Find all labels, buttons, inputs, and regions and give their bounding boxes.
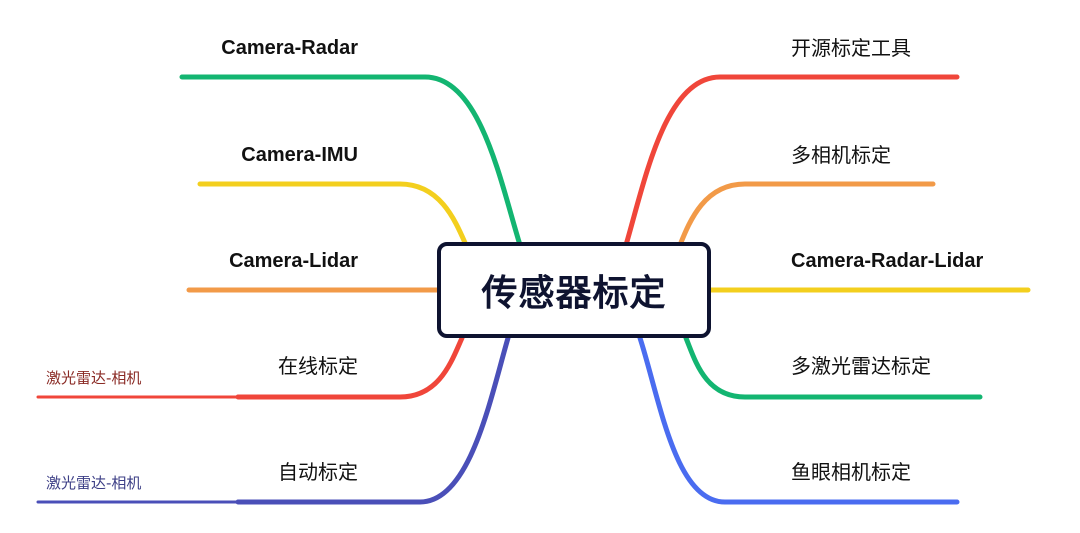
branch-label-camera-radar-lidar: Camera-Radar-Lidar bbox=[791, 250, 984, 272]
branch-label-camera-radar: Camera-Radar bbox=[221, 37, 358, 59]
branch-label-camera-imu: Camera-IMU bbox=[241, 144, 358, 166]
branch-label-online-calibration: 在线标定 bbox=[278, 354, 358, 378]
center-node: 传感器标定 bbox=[437, 242, 711, 338]
branch-camera-radar bbox=[179, 74, 523, 248]
branch-camera-imu bbox=[197, 181, 469, 248]
sub-label-auto-lidar-camera: 激光雷达-相机 bbox=[46, 474, 142, 492]
branch-fisheye-camera bbox=[637, 335, 960, 505]
branch-online-calibration bbox=[235, 335, 465, 400]
branch-auto-calibration bbox=[235, 335, 511, 505]
branch-label-fisheye-camera: 鱼眼相机标定 bbox=[791, 460, 911, 484]
branch-label-multi-lidar: 多激光雷达标定 bbox=[791, 354, 931, 378]
branch-label-auto-calibration: 自动标定 bbox=[278, 460, 358, 484]
sub-label-online-lidar-camera: 激光雷达-相机 bbox=[46, 369, 142, 387]
branch-label-multi-camera: 多相机标定 bbox=[791, 143, 891, 167]
branch-multi-camera bbox=[677, 181, 936, 248]
branch-label-camera-lidar: Camera-Lidar bbox=[229, 250, 358, 272]
branch-multi-lidar bbox=[683, 335, 983, 400]
center-title: 传感器标定 bbox=[481, 273, 667, 314]
branch-label-open-source-tools: 开源标定工具 bbox=[791, 36, 911, 60]
branch-open-source-tools bbox=[623, 74, 960, 248]
